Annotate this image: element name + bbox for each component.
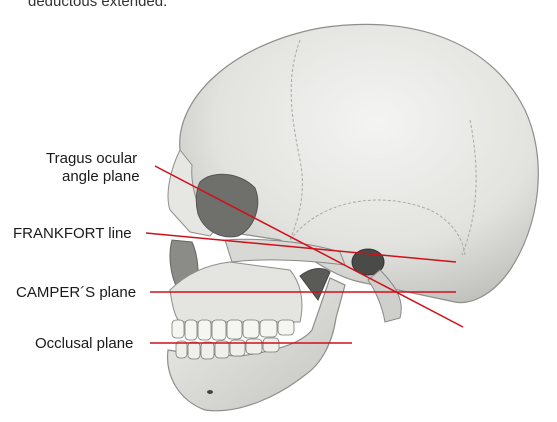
label-campers-plane: CAMPER´S plane — [16, 284, 136, 302]
label-tragus-ocular-line2: angle plane — [62, 168, 140, 186]
upper-teeth — [172, 320, 294, 340]
label-frankfort-line: FRANKFORT line — [13, 225, 132, 243]
mental-foramen — [207, 390, 213, 394]
label-occlusal-plane: Occlusal plane — [35, 335, 133, 353]
label-tragus-ocular-line1: Tragus ocular — [46, 150, 137, 168]
